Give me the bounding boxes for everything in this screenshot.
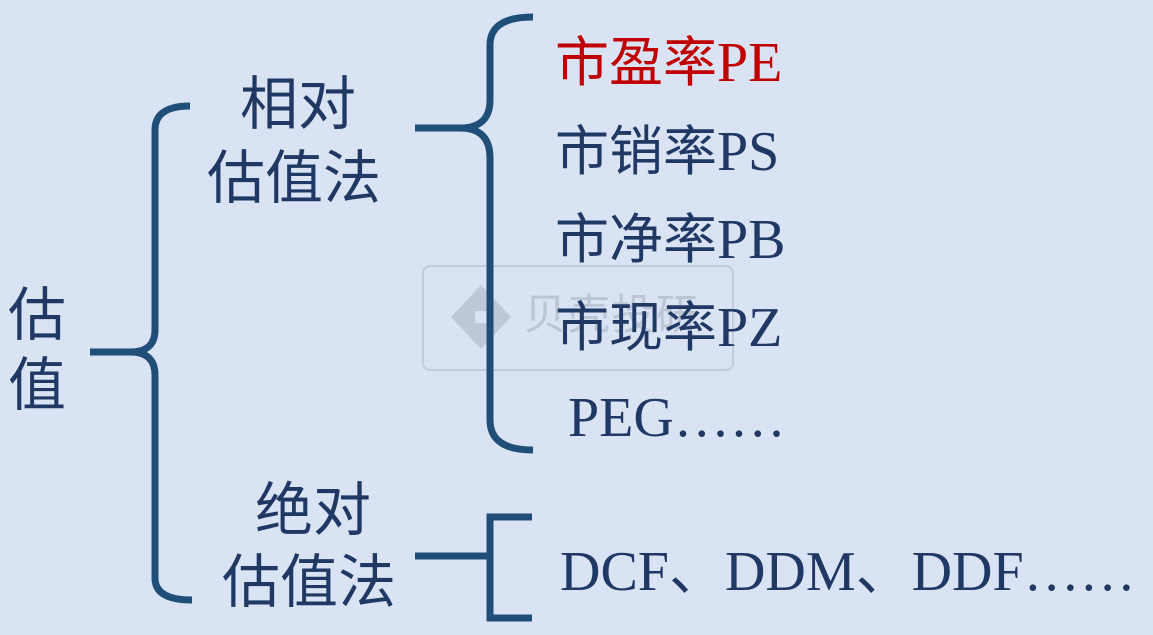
relative-label: 相对 估值法 [207, 72, 381, 210]
root-label: 估 值 [8, 283, 72, 417]
ratio-ps: 市销率PS [555, 120, 780, 183]
watermark-logo-icon [451, 285, 511, 349]
ratio-en: PEG…… [568, 387, 786, 449]
absolute-label-line2: 估值法 [222, 548, 397, 616]
ratio-peg: PEG…… [568, 388, 786, 448]
absolute-methods: DCF、DDM、DDF…… [560, 542, 1136, 602]
absolute-label: 绝对 估值法 [222, 478, 396, 614]
root-brace [90, 102, 193, 604]
absolute-label-line1: 绝对 [255, 476, 372, 544]
absolute-methods-text: DCF、DDM、DDF…… [560, 541, 1136, 603]
root-label-char: 值 [8, 351, 67, 419]
ratio-en: PS [717, 121, 780, 183]
ratio-cn: 市盈率 [555, 31, 717, 94]
root-label-char: 估 [8, 281, 67, 349]
relative-label-line1: 相对 [240, 70, 357, 138]
ratio-en: PE [717, 32, 783, 94]
ratio-en: PB [717, 209, 786, 271]
ratio-pb: 市净率PB [555, 208, 786, 271]
relative-label-line2: 估值法 [207, 144, 382, 212]
ratio-pz: 市现率PZ [555, 296, 783, 359]
ratio-cn: 市现率 [555, 296, 717, 359]
watermark: 贝壳投研 [422, 265, 734, 371]
ratio-en: PZ [717, 297, 783, 359]
ratio-cn: 市销率 [555, 120, 717, 183]
ratio-cn: 市净率 [555, 208, 717, 271]
ratio-pe: 市盈率PE [555, 31, 783, 94]
relative-brace [415, 13, 534, 454]
absolute-bracket [415, 513, 532, 622]
watermark-text: 贝壳投研 [524, 290, 701, 339]
